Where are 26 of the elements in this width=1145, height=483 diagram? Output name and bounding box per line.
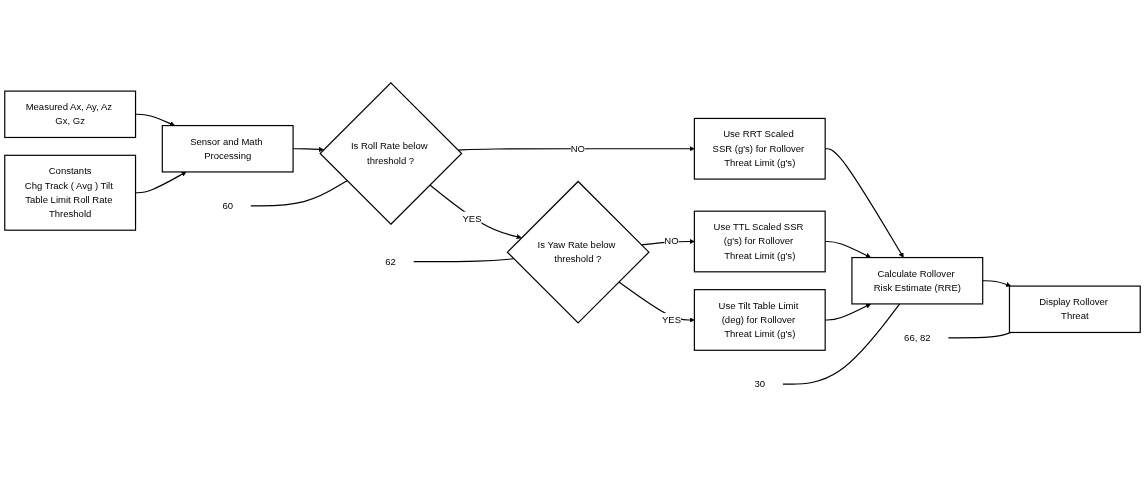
arrow [429, 184, 522, 240]
connector [947, 331, 1012, 339]
connector [250, 180, 348, 207]
node-diamond: Is Roll Rate below threshold ? [319, 81, 463, 226]
node-box: Measured Ax, Ay, Az Gx, Gz [4, 90, 137, 139]
node-box: Constants Chg Track ( Avg ) Tilt Table Limit Roll Rate Threshold [4, 154, 137, 231]
connector [782, 303, 901, 385]
node-box: Sensor and Math Processing [161, 125, 294, 173]
edge-label: NO [664, 236, 679, 247]
node-text: 30 [754, 378, 766, 389]
arrow [457, 146, 695, 152]
connector [413, 258, 515, 263]
node-box: Calculate Rollover Risk Estimate (RRE) [851, 256, 984, 305]
node-text: 66, 82 [904, 332, 931, 343]
node-box: Use Tilt Table Limit (deg) for Rollover Threat Limit (g's) [693, 289, 826, 351]
node-box: Use RRT Scaled SSR (g's) for Rollover Threat Limit (g's) [693, 117, 826, 180]
edge-label: YES [462, 213, 482, 224]
arrow [618, 281, 695, 323]
edge-label: YES [661, 314, 681, 325]
node-box: Display Rollover Threat [1008, 285, 1141, 334]
node-box: Use TTL Scaled SSR (g's) for Rollover Threat Limit (g's) [693, 210, 826, 273]
edge-label: NO [570, 143, 585, 154]
arrow [982, 280, 1012, 287]
node-text: 60 [222, 200, 233, 211]
node-diamond: Is Yaw Rate below threshold ? [506, 180, 650, 324]
node-text: 62 [385, 256, 396, 267]
